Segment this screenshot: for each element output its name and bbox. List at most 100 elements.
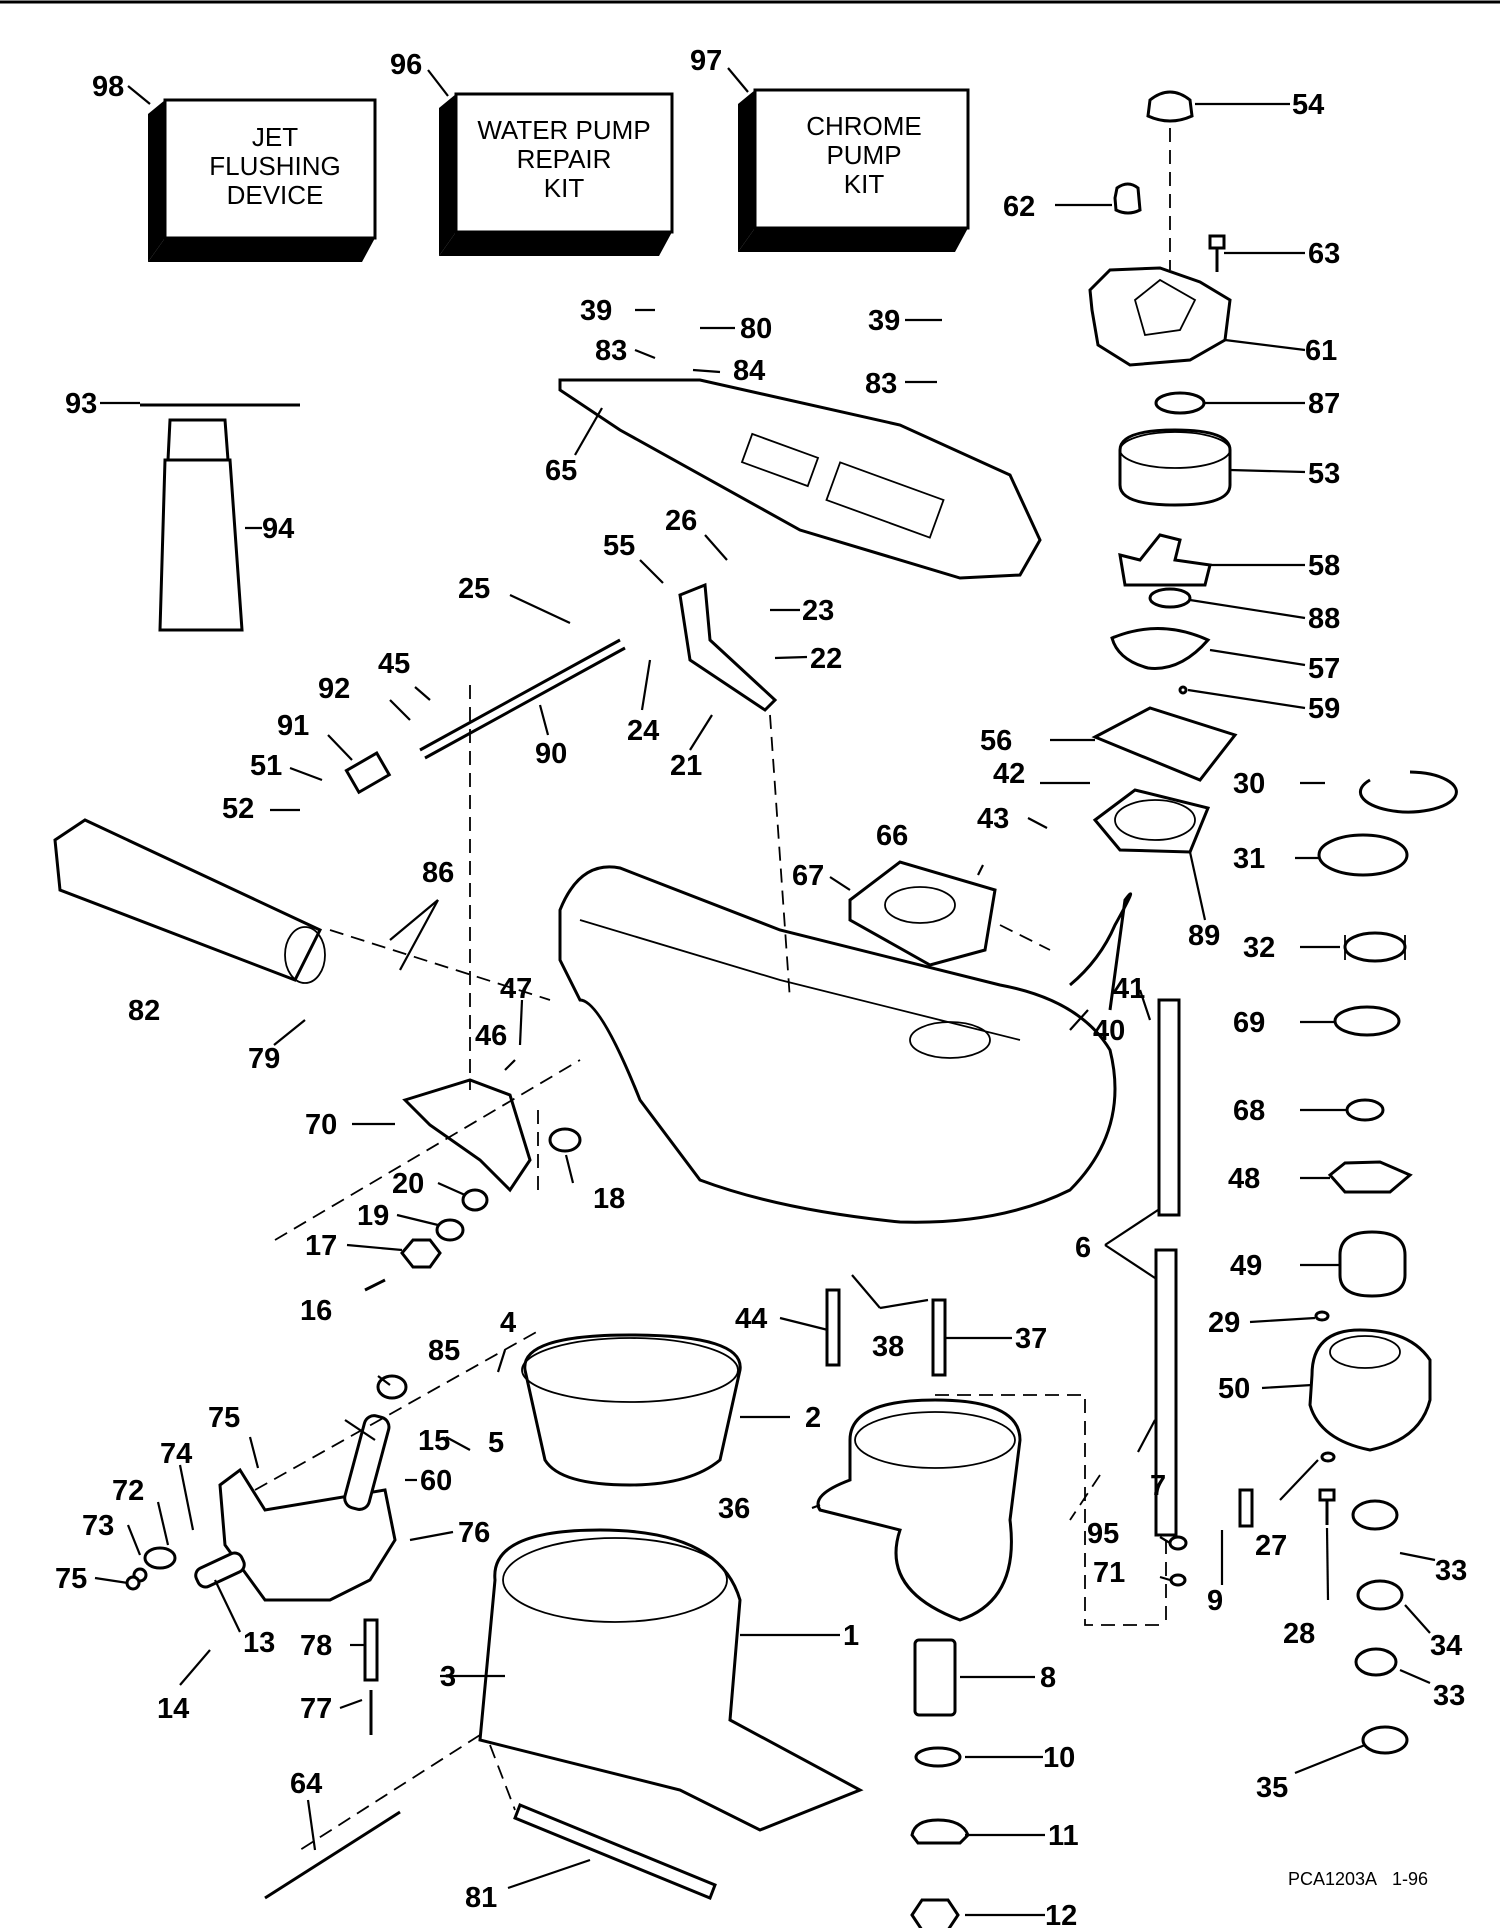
parts-drawing	[53, 90, 1458, 1928]
callout-20: 20	[392, 1168, 424, 1200]
callout-10: 10	[1043, 1742, 1075, 1774]
callout-15: 15	[418, 1425, 450, 1457]
kit-box-jet-flushing: JET FLUSHING DEVICE	[148, 98, 377, 262]
callout-62: 62	[1003, 191, 1035, 223]
callout-68: 68	[1233, 1095, 1265, 1127]
callout-76: 76	[458, 1517, 490, 1549]
callout-97: 97	[690, 45, 722, 77]
kit-box-water-pump: WATER PUMP REPAIR KIT	[439, 92, 674, 256]
callout-60: 60	[420, 1465, 452, 1497]
callout-78: 78	[300, 1630, 332, 1662]
kit-pump-line3: KIT	[544, 173, 585, 203]
callout-8: 8	[1040, 1662, 1056, 1694]
callout-93: 93	[65, 388, 97, 420]
callout-75: 75	[55, 1563, 87, 1595]
callout-38: 38	[872, 1331, 904, 1363]
kit-pump-line2: REPAIR	[517, 144, 612, 174]
callout-75: 75	[208, 1402, 240, 1434]
callout-25: 25	[458, 573, 490, 605]
callout-91: 91	[277, 710, 309, 742]
kit-box-chrome-pump: CHROME PUMP KIT	[738, 88, 970, 252]
callout-44: 44	[735, 1303, 767, 1335]
callout-40: 40	[1093, 1015, 1125, 1047]
callout-65: 65	[545, 455, 577, 487]
callout-88: 88	[1308, 603, 1340, 635]
kit-jet-line1: JET	[252, 122, 298, 152]
callout-4: 4	[500, 1307, 516, 1339]
callout-81: 81	[465, 1882, 497, 1914]
callout-39: 39	[580, 295, 612, 327]
kit-chrome-line1: CHROME	[806, 111, 922, 141]
callout-69: 69	[1233, 1007, 1265, 1039]
callout-32: 32	[1243, 932, 1275, 964]
callout-50: 50	[1218, 1373, 1250, 1405]
callout-74: 74	[160, 1438, 192, 1470]
callout-61: 61	[1305, 335, 1337, 367]
callout-28: 28	[1283, 1618, 1315, 1650]
callout-29: 29	[1208, 1307, 1240, 1339]
callout-26: 26	[665, 505, 697, 537]
callout-63: 63	[1308, 238, 1340, 270]
callout-30: 30	[1233, 768, 1265, 800]
callout-16: 16	[300, 1295, 332, 1327]
callout-51: 51	[250, 750, 282, 782]
callout-22: 22	[810, 643, 842, 675]
callout-94: 94	[262, 513, 294, 545]
callout-7: 7	[1150, 1470, 1166, 1502]
diagram-code: PCA1203A	[1288, 1869, 1377, 1889]
callout-53: 53	[1308, 458, 1340, 490]
callout-57: 57	[1308, 653, 1340, 685]
callout-31: 31	[1233, 843, 1265, 875]
callout-24: 24	[627, 715, 659, 747]
callout-21: 21	[670, 750, 702, 782]
callout-12: 12	[1045, 1900, 1077, 1928]
callout-87: 87	[1308, 388, 1340, 420]
callout-82: 82	[128, 995, 160, 1027]
callout-37: 37	[1015, 1323, 1047, 1355]
callout-56: 56	[980, 725, 1012, 757]
callout-3: 3	[440, 1661, 456, 1693]
callout-89: 89	[1188, 920, 1220, 952]
callout-45: 45	[378, 648, 410, 680]
callout-90: 90	[535, 738, 567, 770]
callout-17: 17	[305, 1230, 337, 1262]
callout-98: 98	[92, 71, 124, 103]
callout-2: 2	[805, 1402, 821, 1434]
callout-83: 83	[865, 368, 897, 400]
callout-6: 6	[1075, 1232, 1091, 1264]
callout-11: 11	[1048, 1820, 1079, 1852]
callout-27: 27	[1255, 1530, 1287, 1562]
callout-55: 55	[603, 530, 635, 562]
callout-92: 92	[318, 673, 350, 705]
callout-36: 36	[718, 1493, 750, 1525]
callout-67: 67	[792, 860, 824, 892]
callout-35: 35	[1256, 1772, 1288, 1804]
callout-49: 49	[1230, 1250, 1262, 1282]
kit-pump-line1: WATER PUMP	[477, 115, 650, 145]
callout-59: 59	[1308, 693, 1340, 725]
callout-48: 48	[1228, 1163, 1260, 1195]
callout-73: 73	[82, 1510, 114, 1542]
callout-23: 23	[802, 595, 834, 627]
callout-77: 77	[300, 1693, 332, 1725]
callout-71: 71	[1093, 1557, 1125, 1589]
callout-64: 64	[290, 1768, 322, 1800]
kit-chrome-line2: PUMP	[826, 140, 901, 170]
callout-19: 19	[357, 1200, 389, 1232]
callout-66: 66	[876, 820, 908, 852]
callout-9: 9	[1207, 1585, 1223, 1617]
callout-42: 42	[993, 758, 1025, 790]
kit-jet-line2: FLUSHING	[209, 151, 340, 181]
diagram-date: 1-96	[1392, 1869, 1428, 1889]
callout-52: 52	[222, 793, 254, 825]
kit-jet-line3: DEVICE	[227, 180, 324, 210]
callout-58: 58	[1308, 550, 1340, 582]
callout-84: 84	[733, 355, 765, 387]
callout-83: 83	[595, 335, 627, 367]
callout-72: 72	[112, 1475, 144, 1507]
callout-5: 5	[488, 1427, 504, 1459]
callout-79: 79	[248, 1043, 280, 1075]
callout-1: 1	[843, 1620, 859, 1652]
callout-34: 34	[1430, 1630, 1462, 1662]
